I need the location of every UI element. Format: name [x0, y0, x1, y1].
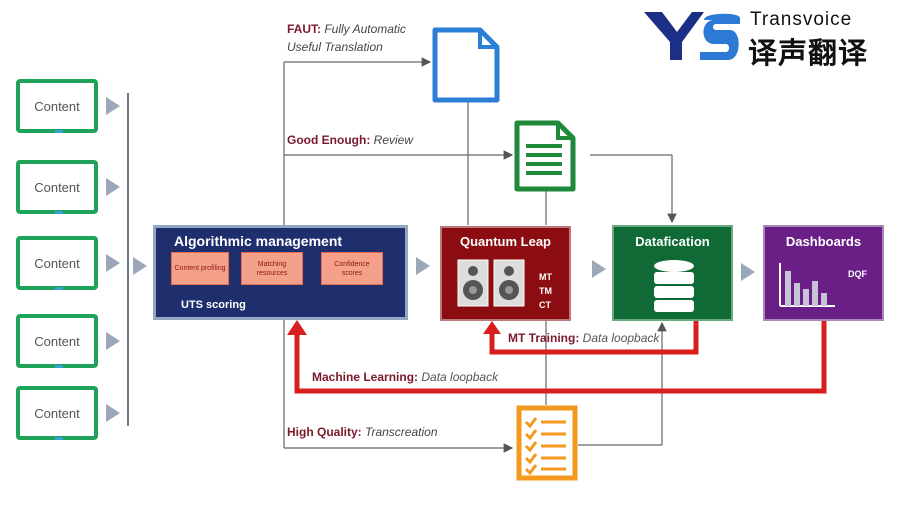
arrow-right-icon — [106, 254, 120, 272]
machine-learning-label: Machine Learning: Data loopback — [312, 370, 498, 384]
tm-label: TM — [539, 286, 552, 296]
matching-resources-box: Matching resources — [241, 252, 303, 285]
dqf-label: DQF — [848, 269, 867, 279]
faut-text: Fully Automatic — [324, 22, 406, 36]
content-label: Content — [34, 255, 80, 271]
arrow-right-icon — [592, 260, 606, 278]
hq-text: Transcreation — [365, 425, 438, 439]
high-quality-label: High Quality: Transcreation — [287, 425, 438, 439]
brand-chinese: 译声翻译 — [748, 38, 869, 70]
mt-label: MT — [539, 272, 552, 282]
transvoice-logo-mark — [644, 12, 740, 61]
good-key: Good Enough: — [287, 133, 371, 147]
bar-chart-icon — [779, 263, 835, 307]
content-box-5: Content — [16, 386, 98, 440]
good-text: Review — [373, 133, 414, 147]
quantum-leap-box: Quantum Leap MT TM CT — [440, 226, 571, 321]
content-profiling-box: Content profiling — [171, 252, 229, 285]
mt-text: Data loopback — [582, 331, 660, 345]
ml-loopback-arrow — [294, 321, 827, 394]
algorithmic-title: Algorithmic management — [174, 233, 343, 249]
arrow-right-icon — [106, 332, 120, 350]
mt-training-label: MT Training: Data loopback — [508, 331, 659, 345]
content-box-3: Content — [16, 236, 98, 290]
quantum-title: Quantum Leap — [459, 234, 551, 249]
content-box-2: Content — [16, 160, 98, 214]
content-box-4: Content — [16, 314, 98, 368]
text-document-icon — [514, 120, 576, 192]
dashboards-box: Dashboards DQF — [763, 225, 884, 321]
faut-label: FAUT: Fully Automatic — [287, 22, 406, 36]
algorithmic-management-box: Algorithmic management Content profiling… — [153, 225, 408, 320]
content-label: Content — [34, 98, 80, 114]
content-box-1: Content — [16, 79, 98, 133]
arrow-right-icon — [741, 263, 755, 281]
faut-label-line2: Useful Translation — [287, 40, 383, 54]
faut-key: FAUT: — [287, 22, 321, 36]
mt-loopback-arrow — [489, 321, 699, 355]
datafication-title: Datafication — [635, 234, 710, 249]
content-label: Content — [34, 405, 80, 421]
arrow-right-icon — [416, 257, 430, 275]
dashboards-title: Dashboards — [785, 234, 862, 249]
arrow-right-icon — [106, 97, 120, 115]
content-label: Content — [34, 333, 80, 349]
arrow-right-icon — [133, 257, 147, 275]
ct-label: CT — [539, 300, 551, 310]
hq-key: High Quality: — [287, 425, 362, 439]
faut-text2: Useful Translation — [287, 40, 383, 54]
brand-name: Transvoice — [750, 9, 853, 30]
checklist-icon — [516, 405, 578, 481]
arrow-right-icon — [106, 178, 120, 196]
mt-key: MT Training: — [508, 331, 580, 345]
confidence-scores-box: Confidence scores — [321, 252, 383, 285]
arrow-right-icon — [106, 404, 120, 422]
database-icon — [654, 260, 694, 312]
content-label: Content — [34, 179, 80, 195]
document-icon — [432, 27, 500, 103]
good-enough-label: Good Enough: Review — [287, 133, 413, 147]
speaker-icon — [457, 259, 525, 307]
datafication-box: Datafication — [612, 225, 733, 321]
ml-text: Data loopback — [421, 370, 499, 384]
uts-scoring-label: UTS scoring — [181, 299, 246, 311]
ml-key: Machine Learning: — [312, 370, 419, 384]
